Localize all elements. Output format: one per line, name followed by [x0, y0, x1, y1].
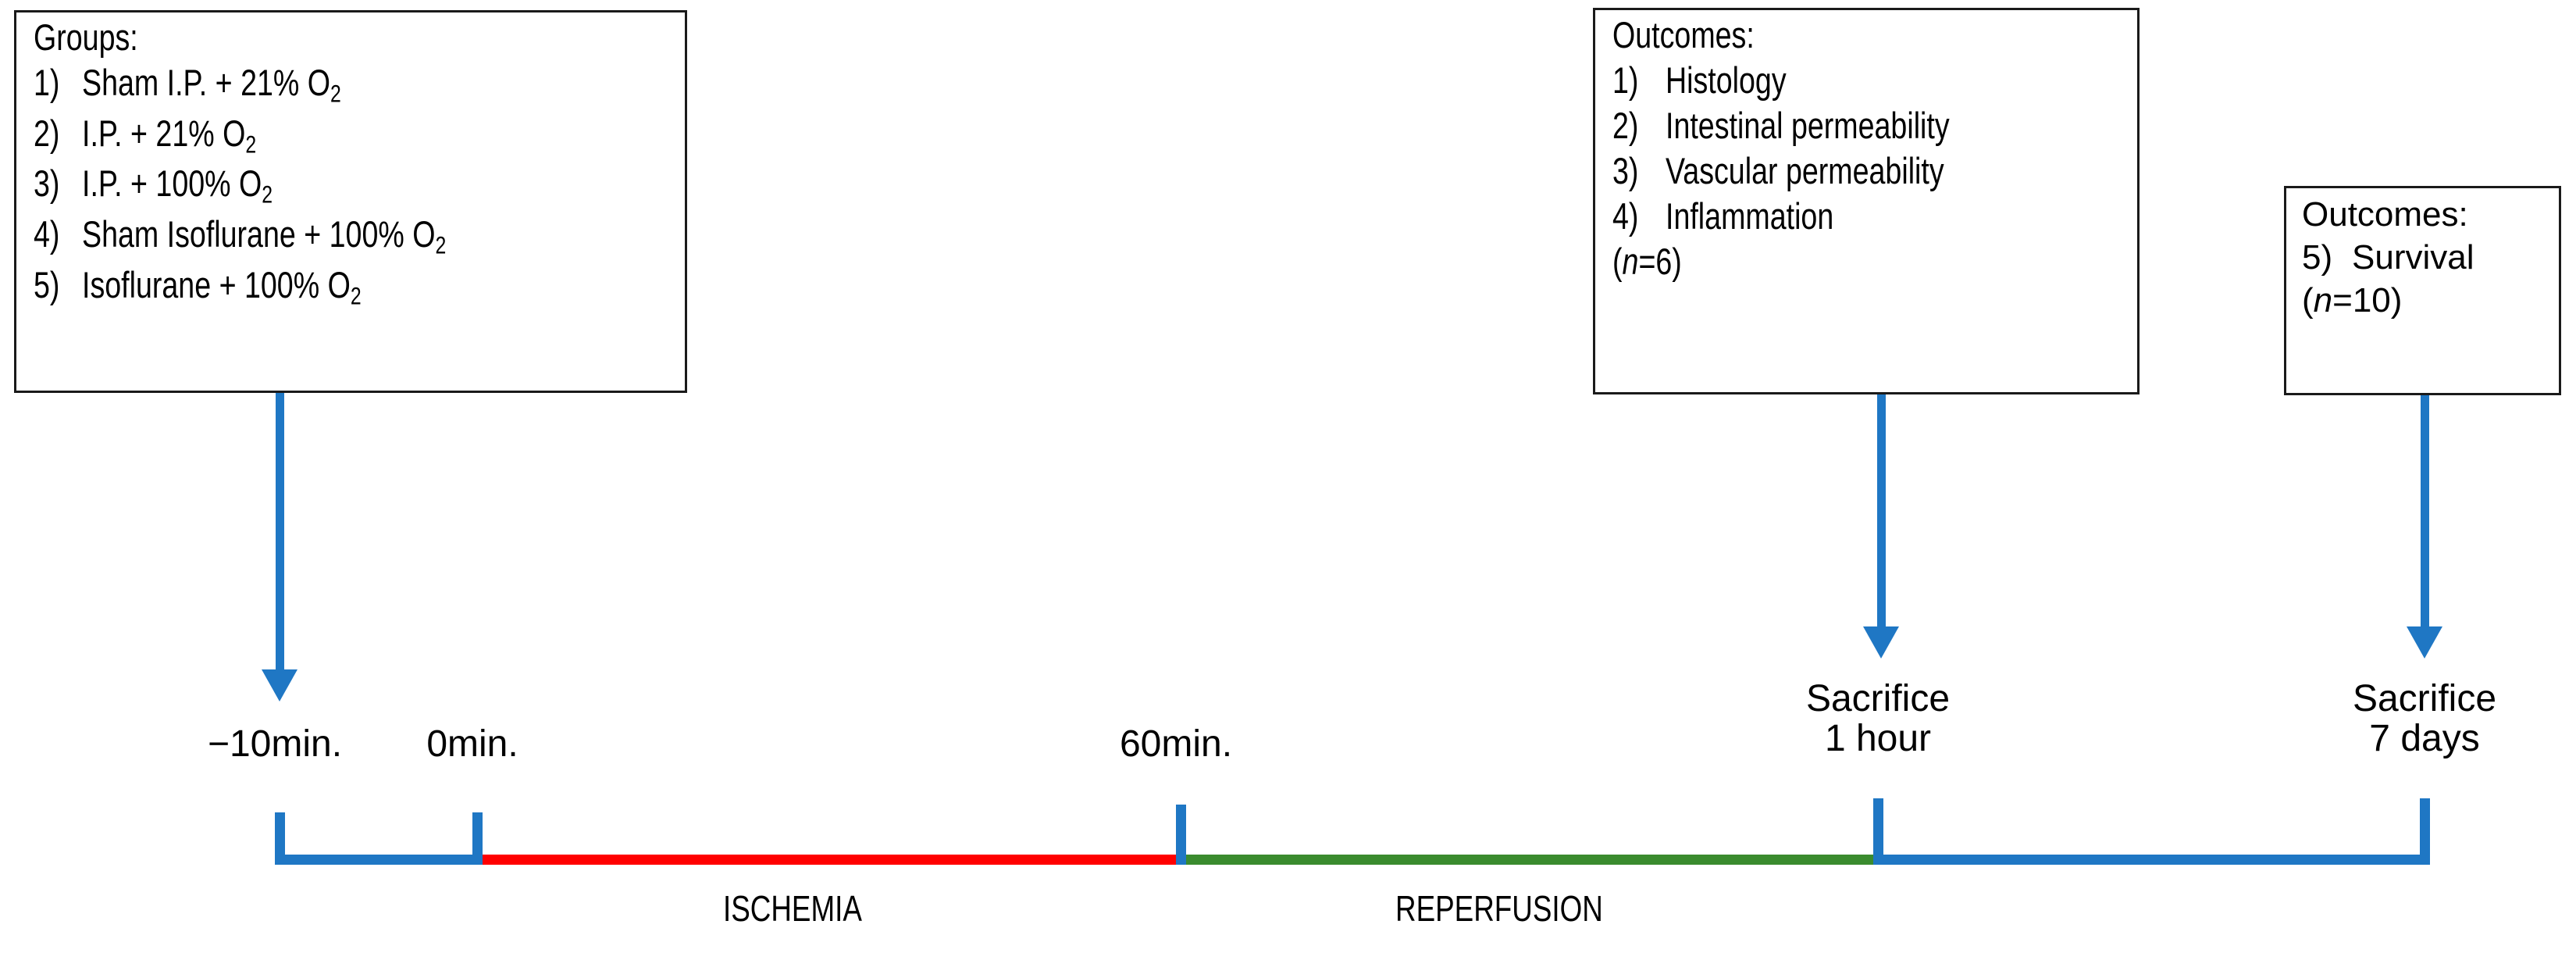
groups-box-heading: Groups:	[34, 16, 138, 58]
survival-list-item: 5) Survival	[2302, 241, 2551, 275]
list-text: Intestinal permeability	[1666, 105, 1950, 146]
survival-list: 5) Survival	[2302, 241, 2551, 275]
groups-to-timeline-arrow	[262, 393, 298, 701]
arrow-shaft	[2420, 395, 2429, 626]
survival-sample-size: (n=10)	[2302, 281, 2403, 319]
time-label-0-min: 0min.	[426, 723, 518, 765]
arrow-head	[1863, 626, 1899, 659]
list-number: 5)	[34, 263, 60, 305]
groups-list-item: 5) Isoflurane + 100% O2	[34, 266, 677, 309]
phase-label-reperfusion: REPERFUSION	[1395, 888, 1603, 929]
list-text: Inflammation	[1666, 195, 1834, 237]
survival-to-sacrifice-arrow	[2407, 395, 2442, 659]
list-text: I.P. + 100% O2	[82, 162, 273, 209]
list-text: Sham I.P. + 21% O2	[82, 62, 341, 108]
list-text: Survival	[2352, 238, 2474, 277]
list-text: Vascular permeability	[1666, 150, 1944, 191]
outcomes-list: 1) Histology 2) Intestinal permeability …	[1612, 62, 2129, 234]
timeline-tick-sacrifice-1-hour	[1873, 798, 1883, 865]
event-line-1: Sacrifice	[1805, 678, 1951, 719]
list-number: 5)	[2302, 238, 2333, 277]
list-number: 1)	[1612, 59, 1639, 101]
list-number: 2)	[34, 112, 60, 154]
arrow-head	[2407, 626, 2442, 659]
arrow-shaft	[275, 393, 284, 669]
time-label-60-min: 60min.	[1119, 723, 1233, 765]
timeline-tick-0-min	[472, 812, 483, 865]
outcomes-box-content: Outcomes: 1) Histology 2) Intestinal per…	[1612, 16, 2129, 280]
n-symbol: n	[2313, 281, 2333, 319]
outcomes-list-item: 2) Intestinal permeability	[1612, 107, 2129, 144]
groups-box: Groups: 1) Sham I.P. + 21% O2 2) I.P. + …	[14, 10, 687, 393]
list-number: 3)	[34, 162, 60, 205]
groups-box-content: Groups: 1) Sham I.P. + 21% O2 2) I.P. + …	[34, 19, 677, 316]
subscript: 2	[262, 181, 273, 209]
subscript: 2	[435, 231, 447, 259]
groups-list: 1) Sham I.P. + 21% O2 2) I.P. + 21% O2 3…	[34, 64, 677, 308]
event-line-2: 1 hour	[1824, 717, 1932, 759]
subscript: 2	[245, 130, 257, 159]
outcomes-list-item: 4) Inflammation	[1612, 198, 2129, 234]
list-text: Sham Isoflurane + 100% O2	[82, 213, 447, 259]
groups-list-item: 3) I.P. + 100% O2	[34, 165, 677, 207]
list-number: 4)	[1612, 195, 1639, 237]
arrow-head	[262, 669, 298, 701]
list-text: Histology	[1666, 59, 1787, 101]
groups-list-item: 1) Sham I.P. + 21% O2	[34, 64, 677, 106]
survival-box-content: Outcomes: 5) Survival (n=10)	[2302, 198, 2551, 318]
outcomes-sample-size: (n=6)	[1612, 241, 1682, 282]
timeline-segment-ischemia	[483, 855, 1181, 865]
timeline-segment-pre-ischemia	[275, 855, 483, 865]
survival-box-heading: Outcomes:	[2302, 195, 2468, 234]
outcomes-box-heading: Outcomes:	[1612, 14, 1755, 55]
timeline-segment-reperfusion	[1181, 855, 1878, 865]
event-label-sacrifice-1-hour: Sacrifice 1 hour	[1761, 678, 1995, 759]
arrow-shaft	[1876, 394, 1886, 626]
timeline-tick-minus-10-min	[275, 812, 285, 865]
list-number: 1)	[34, 62, 60, 103]
list-text: Isoflurane + 100% O2	[82, 263, 362, 310]
groups-list-item: 4) Sham Isoflurane + 100% O2	[34, 216, 677, 258]
outcomes-box: Outcomes: 1) Histology 2) Intestinal per…	[1593, 8, 2140, 394]
event-line-2: 7 days	[2369, 717, 2480, 759]
outcomes-to-sacrifice-arrow	[1863, 394, 1899, 659]
groups-list-item: 2) I.P. + 21% O2	[34, 115, 677, 157]
list-number: 4)	[34, 213, 60, 255]
list-number: 3)	[1612, 150, 1639, 191]
survival-outcomes-box: Outcomes: 5) Survival (n=10)	[2284, 186, 2561, 395]
event-label-sacrifice-7-days: Sacrifice 7 days	[2307, 678, 2542, 759]
timeline-tick-60-min	[1176, 805, 1186, 865]
list-number: 2)	[1612, 105, 1639, 146]
outcomes-list-item: 3) Vascular permeability	[1612, 152, 2129, 189]
timeline-tick-sacrifice-7-days	[2420, 798, 2430, 865]
timeline-segment-recovery	[1878, 855, 2430, 865]
event-line-1: Sacrifice	[2352, 678, 2497, 719]
outcomes-list-item: 1) Histology	[1612, 62, 2129, 98]
phase-label-ischemia: ISCHEMIA	[723, 888, 862, 929]
subscript: 2	[350, 282, 362, 310]
time-label-minus-10-min: −10min.	[207, 723, 343, 765]
n-symbol: n	[1622, 241, 1639, 282]
list-text: I.P. + 21% O2	[82, 112, 257, 159]
subscript: 2	[330, 80, 341, 108]
